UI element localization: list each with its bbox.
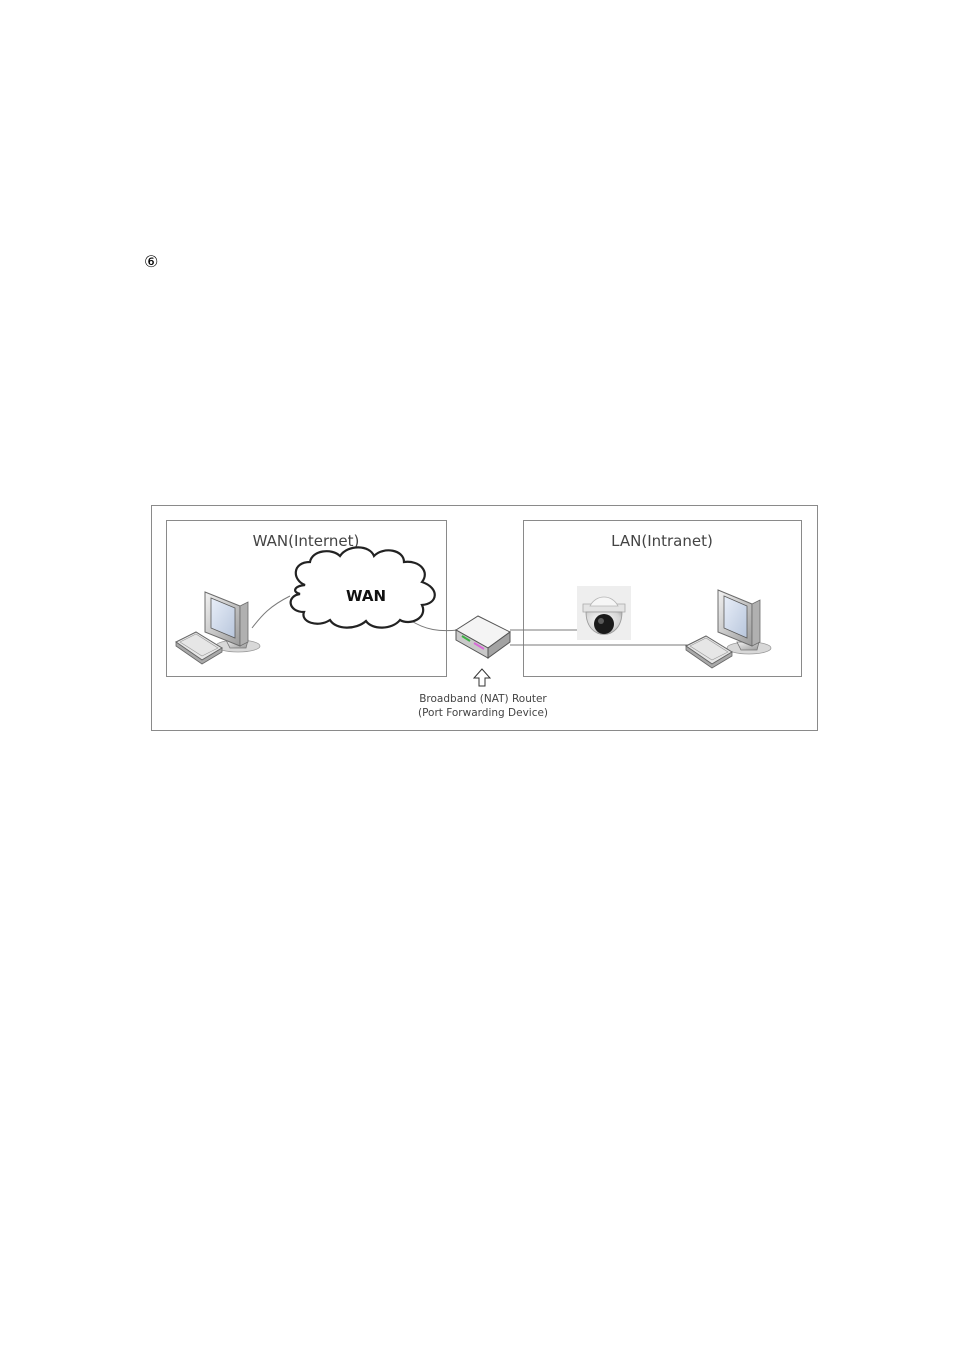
- connection-lines: [251, 595, 692, 646]
- wan-computer-to-cloud-line: [251, 595, 291, 629]
- wan-cloud-icon: WAN: [289, 546, 436, 629]
- router-caption-line1: Broadband (NAT) Router: [419, 693, 547, 705]
- wan-cloud-label: WAN: [346, 587, 386, 605]
- dome-camera-icon: [577, 586, 631, 640]
- lan-computer-icon: [685, 589, 772, 669]
- router-indicator-arrow: [472, 668, 492, 687]
- broadband-router-icon: [455, 615, 511, 659]
- wan-zone-title: WAN(Internet): [253, 532, 360, 550]
- wan-computer-icon: [175, 591, 261, 665]
- cloud-to-router-line: [409, 619, 459, 632]
- router-caption-line2: (Port Forwarding Device): [418, 707, 548, 719]
- step-number-marker: ⑥: [144, 252, 159, 271]
- lan-zone-title: LAN(Intranet): [611, 532, 713, 550]
